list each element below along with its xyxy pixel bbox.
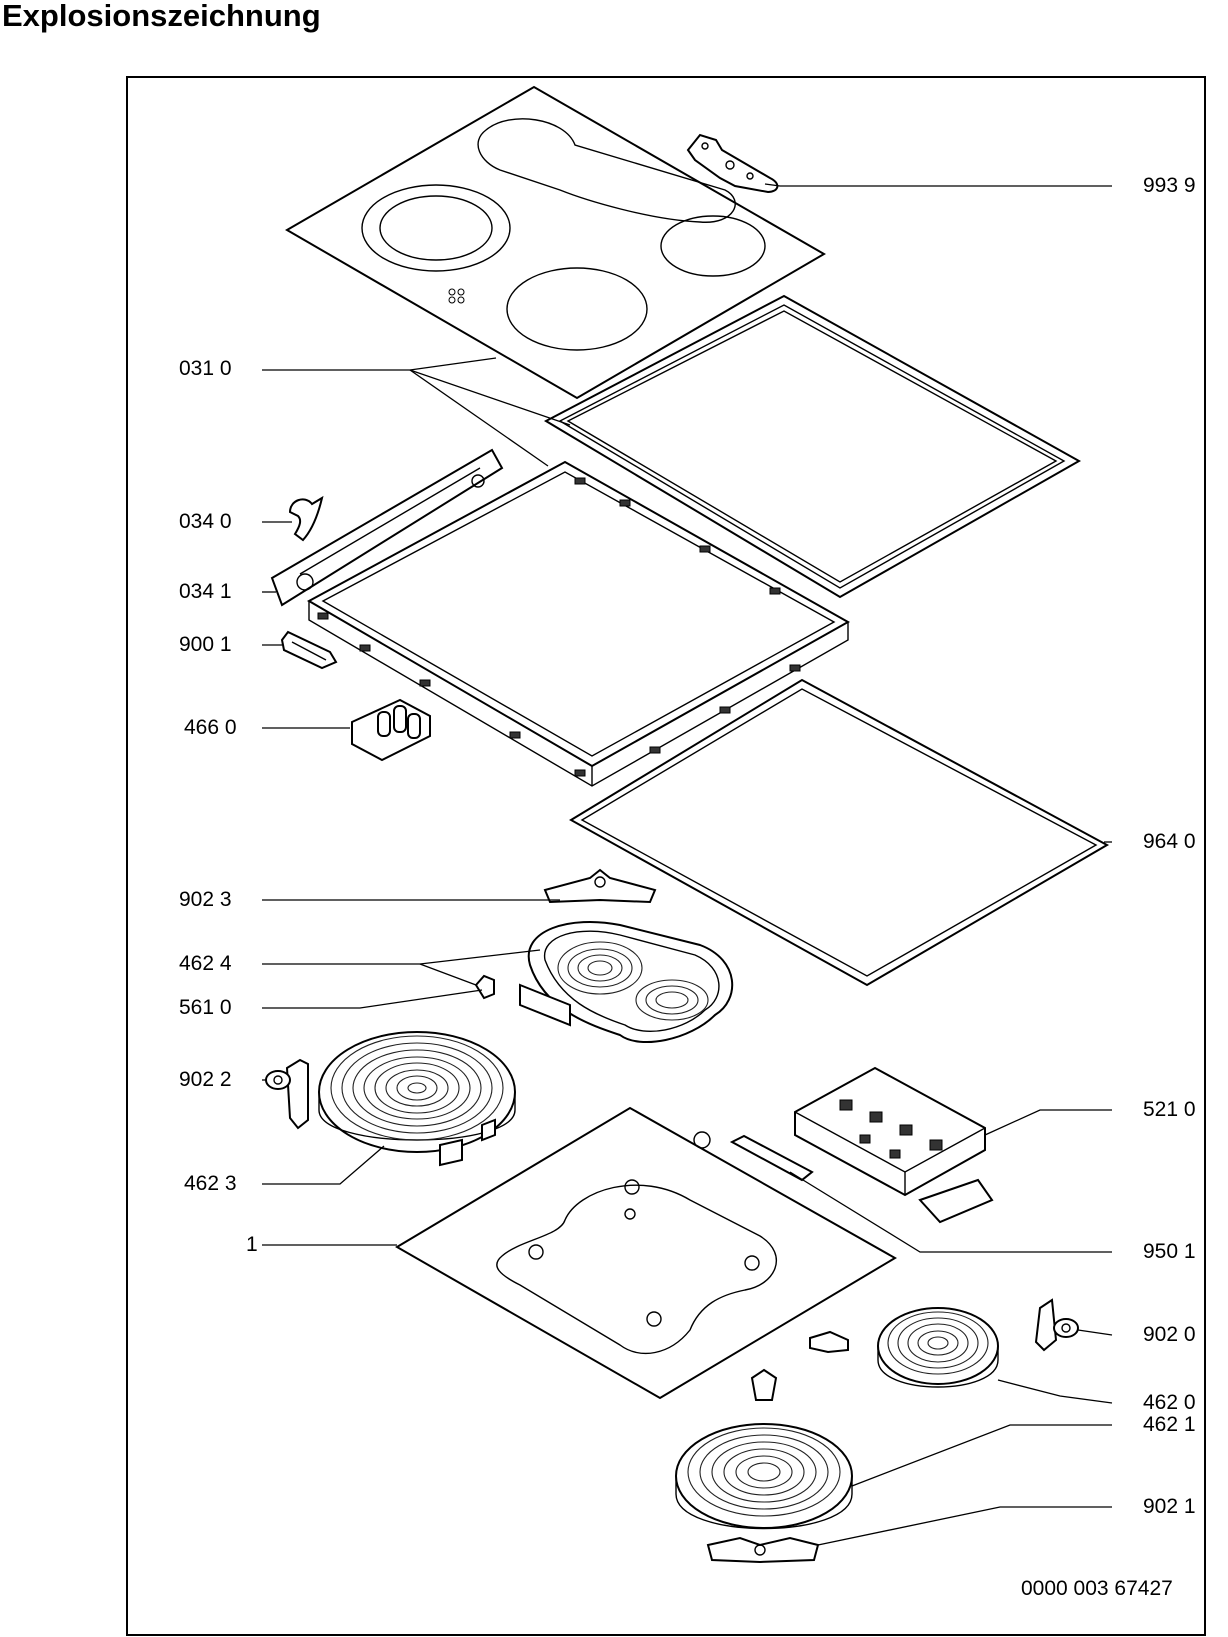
- part-labels: 993 9 031 0 034 0 034 1 900 1 466 0 964 …: [179, 174, 1196, 1600]
- label-4621: 462 1: [1143, 1413, 1196, 1436]
- label-5610: 561 0: [179, 996, 232, 1019]
- electronic-control-5210: [794, 1066, 994, 1224]
- bracket-part-9939: [686, 133, 779, 194]
- bracket-part-9023: [543, 868, 657, 904]
- terminal-block-4660: [351, 698, 431, 762]
- label-4624: 462 4: [179, 952, 232, 975]
- label-9020: 902 0: [1143, 1323, 1196, 1346]
- label-9640: 964 0: [1143, 830, 1196, 853]
- label-9001: 900 1: [179, 633, 232, 656]
- frame-seal: [543, 294, 1082, 599]
- label-5210: 521 0: [1143, 1098, 1196, 1121]
- drawing-frame: [126, 76, 1206, 1636]
- round-heating-element-4621: [675, 1368, 853, 1530]
- document-number: 0000 003 67427: [1021, 1577, 1173, 1600]
- clip-part-0340: [288, 495, 324, 542]
- label-9022: 902 2: [179, 1068, 232, 1091]
- glass-ceramic-top: [285, 85, 826, 400]
- bracket-part-9020: [1034, 1298, 1079, 1352]
- leader-lines: [262, 183, 1113, 1546]
- base-plate: [395, 1106, 897, 1400]
- steel-frame: [306, 460, 851, 787]
- bracket-part-9022: [265, 1058, 309, 1130]
- round-heating-element-4620: [877, 1307, 999, 1388]
- connector-near-4620: [809, 1330, 849, 1354]
- label-0341: 034 1: [179, 580, 232, 603]
- oval-heating-element-4624: [519, 921, 734, 1043]
- bracket-part-9021: [706, 1536, 820, 1564]
- rail-part-0341: [270, 448, 504, 607]
- part-9001: [280, 630, 338, 670]
- cooktop-zone-symbol: [448, 288, 465, 304]
- label-9939: 993 9: [1143, 174, 1196, 197]
- label-4620: 462 0: [1143, 1391, 1196, 1414]
- label-4623: 462 3: [184, 1172, 237, 1195]
- label-4660: 466 0: [184, 716, 237, 739]
- page-title: Explosionszeichnung: [2, 0, 321, 33]
- label-9023: 902 3: [179, 888, 232, 911]
- label-1: 1: [246, 1233, 258, 1256]
- label-0340: 034 0: [179, 510, 232, 533]
- round-heating-element-4623: [318, 1031, 516, 1167]
- label-0310: 031 0: [179, 357, 232, 380]
- part-5610: [474, 974, 495, 1000]
- label-9021: 902 1: [1143, 1495, 1196, 1518]
- label-9501: 950 1: [1143, 1240, 1196, 1263]
- part-9501: [729, 1134, 814, 1182]
- base-seal-9640: [569, 678, 1110, 987]
